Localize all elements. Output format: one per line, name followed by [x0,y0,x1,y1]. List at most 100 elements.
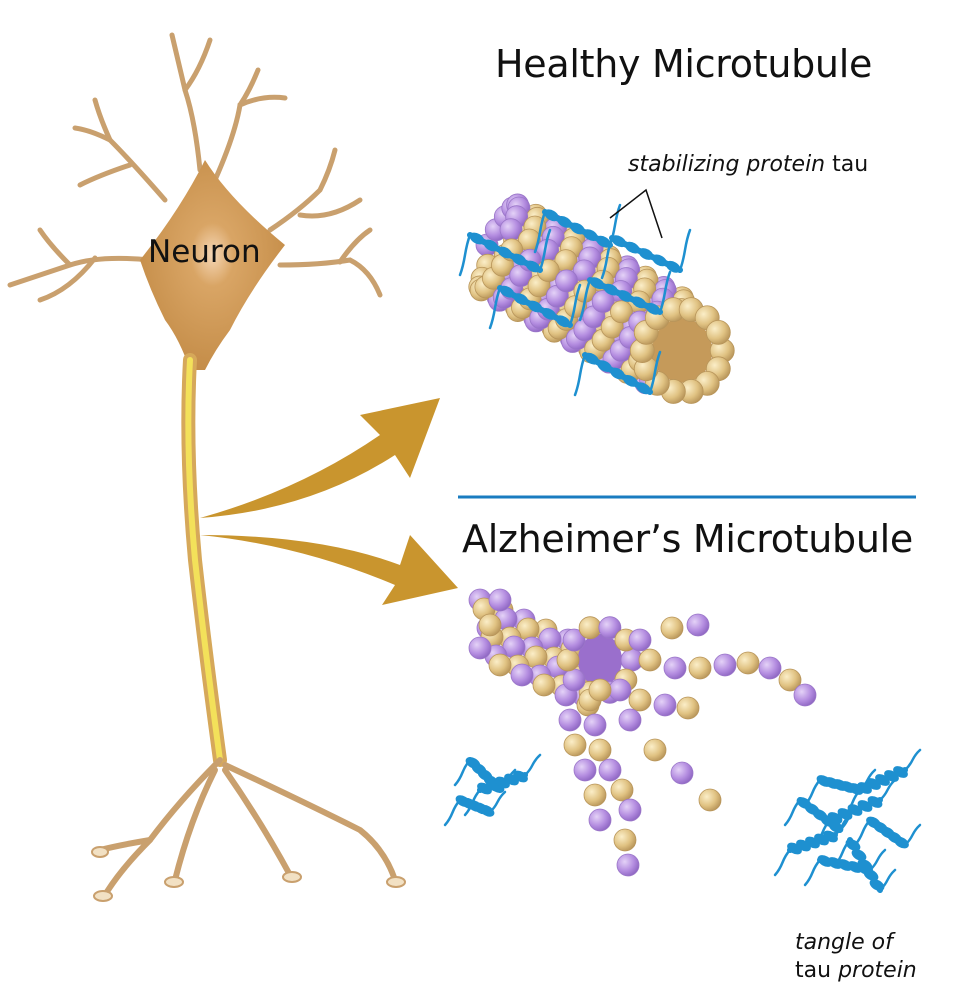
tau-segment [625,241,640,254]
tau-tail [833,813,852,837]
alpha-tubulin-bead [713,653,737,677]
tau-tail [533,210,547,254]
dendrites [7,32,383,303]
tau-segment [631,296,647,309]
tau-tail [443,798,462,827]
tau-segment [863,869,879,881]
beta-tubulin-bead [488,653,512,677]
arrow-to-healthy [200,398,440,518]
tau-tail [803,858,822,887]
tau-tail [903,748,922,772]
tau-segment [645,302,661,315]
tau-segment [589,277,605,290]
tau-segment [848,783,864,795]
tau-segment [497,246,513,259]
tau-segment [596,235,611,248]
tangle-label-line2: tau protein [795,958,917,983]
tau-tangles [443,748,922,893]
tau-tail [600,236,614,280]
alpha-tubulin-bead [558,708,582,732]
alpha-tubulin-bead [793,683,817,707]
alzheimers-microtubule [468,588,817,877]
beta-tubulin-bead [563,733,587,757]
beta-tubulin-bead [588,738,612,762]
alpha-tubulin-bead [510,663,534,687]
tau-tail [568,283,582,327]
beta-tubulin-bead [613,828,637,852]
alpha-tubulin-bead [616,853,640,877]
beta-tubulin-bead [578,616,602,640]
beta-tubulin-bead [638,648,662,672]
tau-tail [773,848,792,877]
tangle-label-protein: protein [838,958,917,983]
tau-tail [573,353,587,397]
tangle-label-plain: tau [795,958,832,983]
tau-tail [833,838,852,867]
tau-segment [857,800,873,812]
alzheimers-title: Alzheimer’s Microtubule [462,517,913,561]
alpha-tubulin-bead [562,668,586,692]
beta-tubulin-bead [556,648,580,672]
tau-segment [584,352,599,365]
tau-segment [597,360,612,372]
beta-tubulin-bead [643,738,667,762]
tau-segment [557,216,572,228]
tau-segment [652,254,667,267]
alpha-tubulin-bead [598,758,622,782]
tau-segment [823,830,838,843]
tau-segment [893,766,908,778]
beta-tubulin-bead [478,613,502,637]
tau-tail [453,758,472,787]
tau-segment [511,253,527,266]
tau-segment [623,375,638,387]
tau-segment [611,235,627,248]
tau-segment [837,859,853,871]
tau-tail [878,868,897,892]
tau-tail [803,778,822,807]
tau-tail [868,848,887,872]
beta-tubulin-bead [778,668,802,692]
alpha-tubulin-bead [591,290,615,313]
alpha-tubulin-bead [758,656,782,680]
tau-segment [483,239,499,252]
alpha-tubulin-bead [468,636,492,660]
alpha-tubulin-bead [686,613,710,637]
alpha-tubulin-bead [618,708,642,732]
healthy-title: Healthy Microtubule [495,42,873,86]
tau-tail [678,228,692,272]
tau-label-plain: tau [832,152,869,177]
tau-segment [544,209,559,222]
tau-segment [541,308,557,320]
alpha-tubulin-bead [618,798,642,822]
tau-label: stabilizing protein tau [628,152,868,177]
tau-tail [858,768,877,792]
alpha-tubulin-bead [670,761,694,785]
beta-tubulin-bead [610,300,633,324]
beta-tubulin-bead [588,678,612,702]
terminal-buttons [91,846,406,902]
tau-segment [867,796,883,808]
healthy-microtubule [458,193,735,404]
tau-segment [638,248,654,260]
tau-pointer-lines [609,188,663,239]
beta-tubulin-bead [610,778,634,802]
tau-segment [665,260,681,273]
alpha-tubulin-bead [583,713,607,737]
beta-tubulin-bead [628,688,652,712]
tau-segment [857,859,873,871]
axon-terminals [97,757,398,898]
alpha-tubulin-bead [562,628,586,652]
tau-segment [617,290,633,302]
tau-segment [513,770,528,783]
beta-tubulin-bead [583,783,607,807]
alpha-tubulin-bead [588,808,612,832]
arrow-to-alzheimers [200,535,458,605]
tau-segment [636,382,651,395]
tau-label-italic: stabilizing protein [628,152,826,177]
alpha-tubulin-bead [555,269,578,293]
beta-tubulin-bead [736,651,760,675]
beta-tubulin-bead [532,673,556,697]
tau-tail [488,790,507,814]
tau-segment [583,229,598,241]
